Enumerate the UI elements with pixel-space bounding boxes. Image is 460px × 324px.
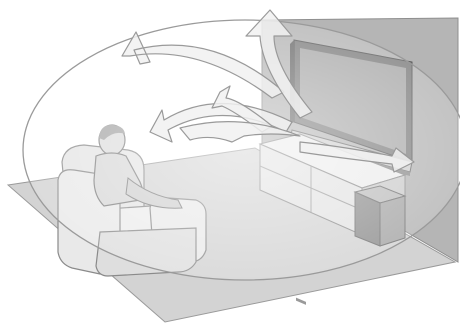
tv-stand-handle [296,298,306,305]
